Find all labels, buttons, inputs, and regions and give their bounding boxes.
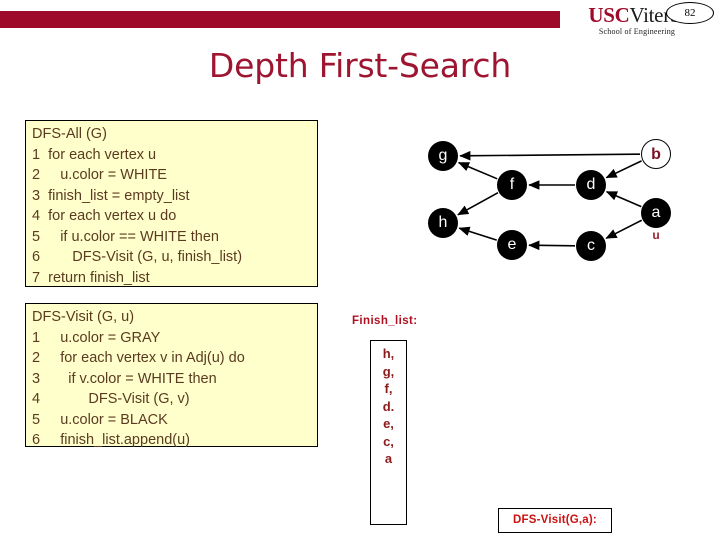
graph-pointer-label-u: u (652, 228, 660, 242)
graph-edge-c-to-e (528, 240, 576, 251)
code-line: 4 DFS-Visit (G, v) (32, 391, 190, 407)
graph-edge-b-to-g (459, 150, 641, 161)
code-line: 3 if v.color = WHITE then (32, 370, 217, 387)
finish-list-item: a (384, 451, 393, 466)
brand-subtitle: School of Engineering (598, 27, 676, 36)
finish-list-item: c, (383, 433, 394, 449)
graph-node-h: h (428, 208, 458, 238)
code-line: 6 finish_list.append(u) (32, 432, 190, 448)
code-line: DFS-Visit (G, u) (32, 309, 135, 325)
graph-edge-f-to-g (457, 161, 498, 180)
slide-number-badge: 82 (666, 2, 714, 24)
finish-list-item: h, (382, 346, 395, 361)
graph-node-a: a (641, 198, 671, 228)
code-line: 2 u.color = WHITE (32, 167, 167, 183)
finish-list-box: h, g, f, d. e, c, a (370, 340, 407, 525)
graph-edge-a-to-d (605, 190, 642, 208)
code-line: 2 for each vertex v in Adj(u) do (32, 350, 245, 366)
graph-node-b: b (641, 139, 671, 169)
graph-edges-svg (457, 150, 643, 251)
graph-edge-f-to-h (457, 192, 499, 216)
graph-edge-b-to-d (605, 160, 642, 179)
pseudocode-box-dfs-visit: DFS-Visit (G, u) 1 u.color = GRAY 2 for ea… (25, 303, 318, 448)
finish-list-item: e, (383, 416, 394, 431)
code-line: 1 for each vertex u (32, 146, 157, 163)
pseudocode-box-dfs-all: DFS-All (G) 1 for each vertex u 2 u.color … (25, 120, 318, 287)
code-line: 3 finish_list = empty_list (32, 187, 190, 204)
code-line: 5 if u.color == WHITE then (32, 228, 219, 245)
graph-node-f: f (497, 170, 527, 200)
dfs-visit-call-annotation: DFS-Visit(G,a): (498, 508, 612, 533)
code-line: 7 return finish_list (32, 269, 150, 286)
finish-list-item: d. (382, 398, 395, 414)
code-line: 4 for each vertex u do (32, 208, 177, 224)
graph-node-e: e (497, 230, 527, 260)
directed-graph-diagram: g b f d h a e c u (410, 125, 710, 270)
code-line: 1 u.color = GRAY (32, 329, 161, 346)
finish-list-title: Finish_list: (352, 315, 418, 327)
page-title: Depth First-Search (208, 46, 512, 85)
graph-node-g: g (428, 141, 458, 171)
finish-list-item: g, (382, 363, 395, 379)
code-line: DFS-All (G) (32, 126, 107, 142)
graph-node-c: c (576, 231, 606, 261)
finish-list-item: f, (384, 381, 393, 396)
graph-node-d: d (576, 170, 606, 200)
code-line: 5 u.color = BLACK (32, 411, 168, 428)
graph-edge-e-to-h (458, 226, 497, 241)
header-accent-bar (0, 11, 560, 28)
graph-edge-a-to-c (605, 219, 643, 240)
code-line: 6 DFS-Visit (G, u, finish_list) (32, 249, 243, 265)
brand-usc-text: USC (588, 3, 630, 27)
